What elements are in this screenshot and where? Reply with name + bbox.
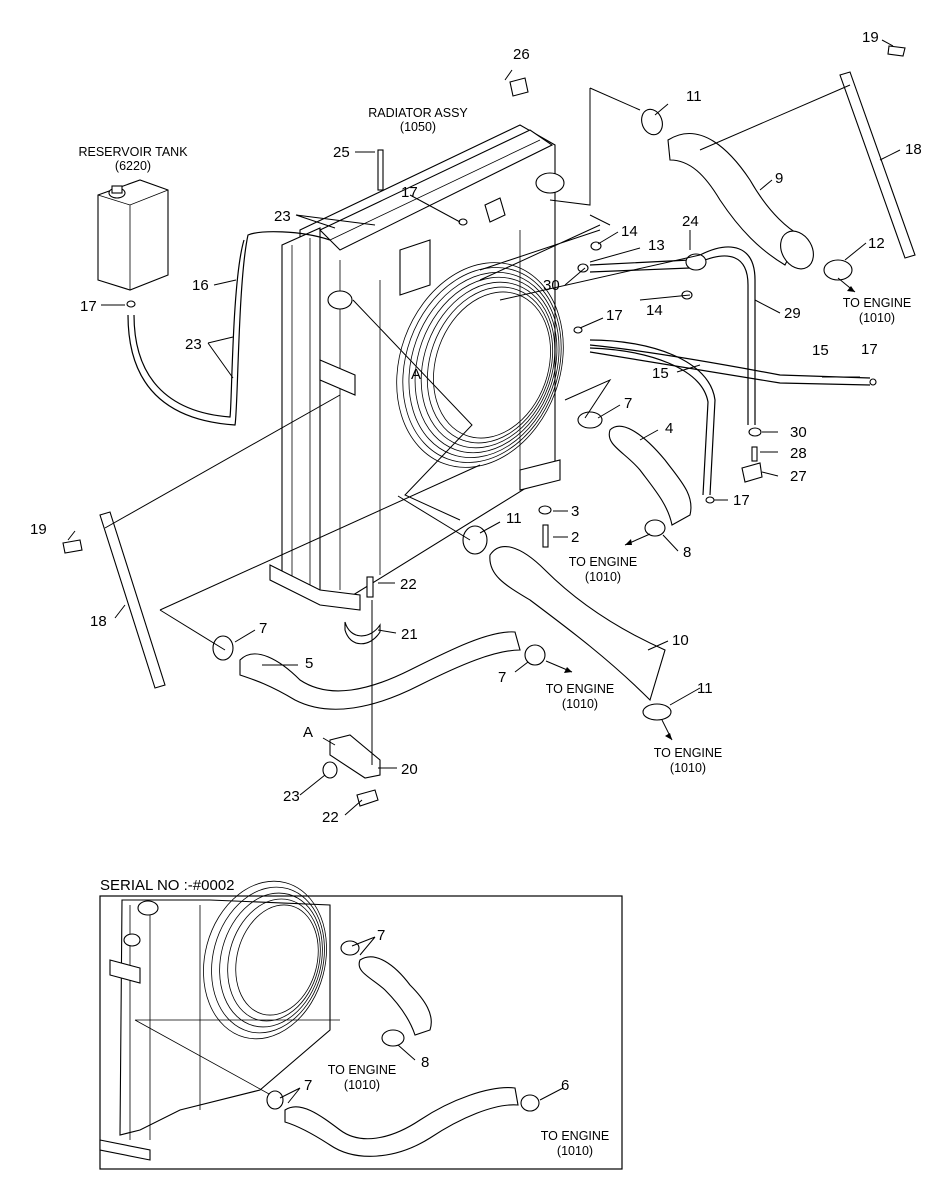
callout-5: 5 <box>305 655 313 672</box>
callout-15: 15 <box>812 342 829 359</box>
callout-10: 10 <box>672 632 689 649</box>
callout-6: 6 <box>561 1077 569 1094</box>
callout-17: 17 <box>401 184 418 201</box>
callout-24: 24 <box>682 213 699 230</box>
text-labels: RADIATOR ASSY (1050) RESERVOIR TANK (622… <box>30 29 922 826</box>
engine-code-label: (1010) <box>585 570 621 584</box>
radiator-code: (1050) <box>400 120 436 134</box>
to-engine-label: TO ENGINE <box>541 1129 610 1143</box>
reservoir-tank <box>97 179 331 426</box>
serial-header: SERIAL NO :-#0002 <box>100 877 235 894</box>
hose-10 <box>489 546 666 702</box>
callout-17: 17 <box>606 307 623 324</box>
engine-code-label: (1010) <box>562 697 598 711</box>
serial-detail-box: SERIAL NO :-#0002 7 8 7 6 TO ENGINE (101 <box>99 877 623 1170</box>
callout-17: 17 <box>80 298 97 315</box>
radiator-assembly <box>269 124 565 611</box>
hose-9 <box>667 133 814 270</box>
hose-4 <box>608 425 692 526</box>
callout-14: 14 <box>621 223 638 240</box>
callout-23: 23 <box>185 336 202 353</box>
hose-15b <box>589 351 871 386</box>
to-engine-label: TO ENGINE <box>569 555 638 569</box>
radiator-title: RADIATOR ASSY <box>368 106 468 120</box>
callout-20: 20 <box>401 761 418 778</box>
callout-21: 21 <box>401 626 418 643</box>
callout-29: 29 <box>784 305 801 322</box>
callout-18: 18 <box>905 141 922 158</box>
hose-15 <box>589 344 871 379</box>
callout-25: 25 <box>333 144 350 161</box>
reservoir-code: (6220) <box>115 159 151 173</box>
engine-code-label: (1010) <box>859 311 895 325</box>
hose-29 <box>699 246 756 425</box>
to-engine-label: TO ENGINE <box>546 682 615 696</box>
to-engine-label: TO ENGINE <box>654 746 723 760</box>
callout-7: 7 <box>498 669 506 686</box>
callout-13: 13 <box>648 237 665 254</box>
engine-code-label: (1010) <box>344 1078 380 1092</box>
callout-19: 19 <box>862 29 879 46</box>
callout-2: 2 <box>571 529 579 546</box>
callout-22: 22 <box>400 576 417 593</box>
callout-26: 26 <box>513 46 530 63</box>
fan-shroud <box>396 262 564 468</box>
callout-4: 4 <box>665 420 673 437</box>
callout-11: 11 <box>697 680 713 697</box>
callout-12: 12 <box>868 235 885 252</box>
leader-lines <box>67 39 901 816</box>
callout-11: 11 <box>506 510 522 527</box>
callout-8: 8 <box>421 1054 429 1071</box>
reservoir-title: RESERVOIR TANK <box>78 145 188 159</box>
callout-17: 17 <box>861 341 878 358</box>
callout-30: 30 <box>543 277 560 294</box>
callout-8: 8 <box>683 544 691 561</box>
hose-17-line-b <box>589 347 709 496</box>
callout-23: 23 <box>283 788 300 805</box>
callout-28: 28 <box>790 445 807 462</box>
callout-18: 18 <box>90 613 107 630</box>
callout-27: 27 <box>790 468 807 485</box>
hose-5 <box>239 631 521 710</box>
callout-9: 9 <box>775 170 783 187</box>
hose-17-line <box>589 339 716 496</box>
detail-a-label: A <box>303 724 313 741</box>
callout-7: 7 <box>259 620 267 637</box>
to-engine-label: TO ENGINE <box>328 1063 397 1077</box>
callout-7: 7 <box>377 927 385 944</box>
to-engine-label: TO ENGINE <box>843 296 912 310</box>
callout-30: 30 <box>790 424 807 441</box>
callout-22: 22 <box>322 809 339 826</box>
stay-18-right <box>839 71 916 259</box>
detail-a-label: A <box>411 366 421 383</box>
callout-3: 3 <box>571 503 579 520</box>
hose-13 <box>589 259 691 273</box>
engine-code-label: (1010) <box>557 1144 593 1158</box>
callout-11: 11 <box>686 88 702 105</box>
callout-7: 7 <box>624 395 632 412</box>
callout-17: 17 <box>733 492 750 509</box>
callout-7: 7 <box>304 1077 312 1094</box>
hose-29b <box>699 255 749 425</box>
callout-15: 15 <box>652 365 669 382</box>
callout-16: 16 <box>192 277 209 294</box>
callout-23: 23 <box>274 208 291 225</box>
engine-code-label: (1010) <box>670 761 706 775</box>
clamps <box>62 45 906 807</box>
callout-14: 14 <box>646 302 663 319</box>
callout-19: 19 <box>30 521 47 538</box>
stay-18-left <box>99 511 166 689</box>
